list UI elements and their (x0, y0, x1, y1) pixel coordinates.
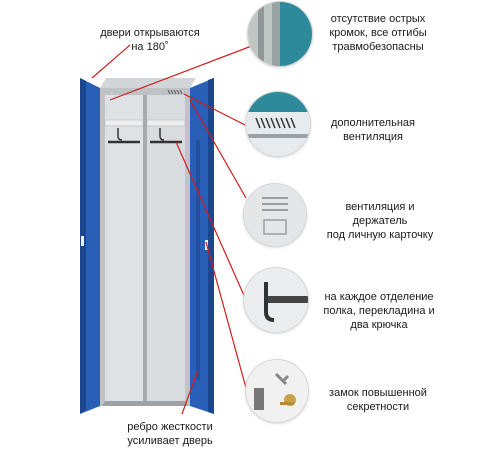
label-stiffener-rib: ребро жесткости усиливает дверь (127, 421, 213, 447)
right-hook (159, 128, 165, 141)
stiffener-rib (196, 140, 200, 380)
divider (143, 95, 147, 401)
right-shelf (146, 119, 186, 127)
label-high-security-lock: замок повышенной секретности (329, 387, 427, 413)
right-compartment (147, 95, 185, 401)
left-compartment (105, 95, 143, 401)
ventilation-slots-icon (246, 92, 310, 156)
hook-detail-circle (244, 268, 308, 332)
left-shelf (104, 119, 144, 127)
top-vents (167, 89, 183, 95)
label-ventilation-card-holder: вентиляция и держатель под личную карточ… (326, 201, 434, 241)
edge-detail-circle (248, 2, 312, 66)
vent-detail-circle (246, 92, 310, 156)
label-extra-ventilation: дополнительная вентиляция (331, 117, 415, 143)
door-edge-icon (248, 2, 312, 66)
left-hook (117, 128, 123, 141)
lock-detail-circle (246, 360, 308, 422)
label-no-sharp-edges: отсутствие острых кромок, все отгибы тра… (329, 13, 427, 53)
locker-bottom (102, 401, 188, 406)
card-holder-icon (244, 184, 306, 246)
lock-keys-icon (246, 360, 308, 422)
label-shelf-bar-hooks: на каждое отделение полка, перекладина и… (323, 291, 435, 331)
label-doors-open: двери открываются на 180˚ (100, 27, 200, 53)
locker-top (100, 78, 196, 88)
hook-icon (244, 268, 308, 332)
left-door-lock (81, 236, 84, 246)
right-door-edge (208, 78, 214, 414)
card-holder-detail-circle (244, 184, 306, 246)
